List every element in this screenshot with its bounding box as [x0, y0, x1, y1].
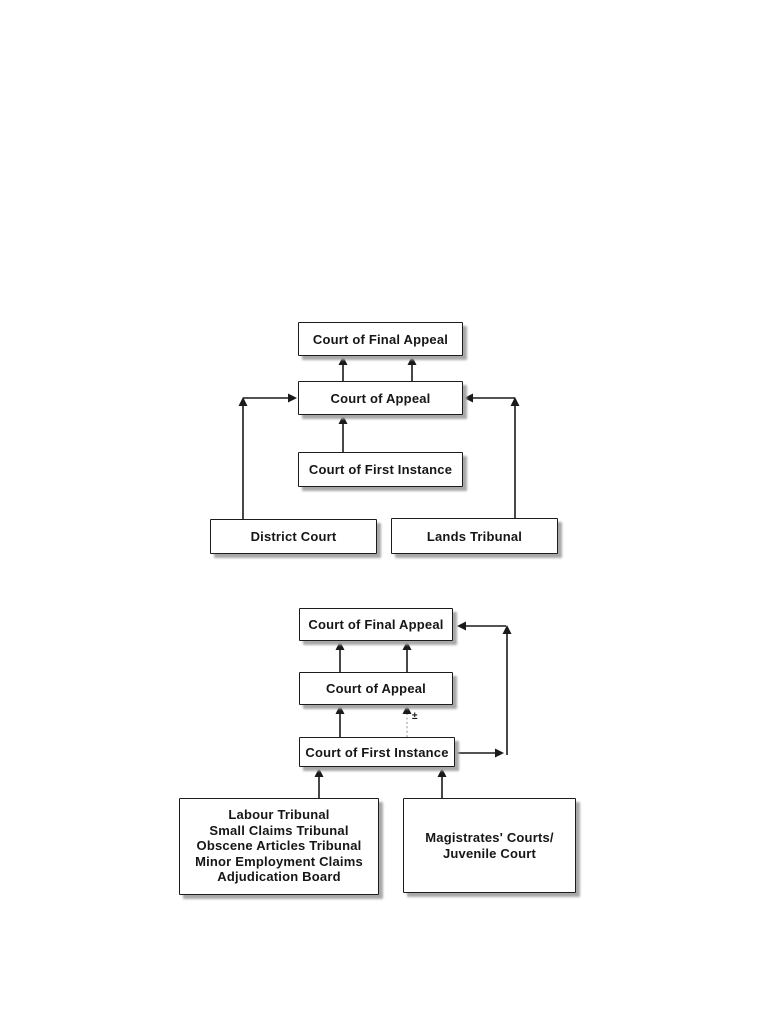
arrow-bottom-appeal-to-final-left — [335, 641, 345, 672]
node-label: Court of Appeal — [325, 681, 426, 696]
node-label-line: Magistrates' Courts/ — [425, 829, 554, 845]
arrow-bottom-tribunals-to-first-instance — [314, 768, 324, 798]
footnote-marker: ± — [412, 711, 418, 722]
node-label-line: Labour Tribunal — [228, 807, 330, 822]
node-bottom-magistrates-juvenile: Magistrates' Courts/ Juvenile Court — [403, 798, 576, 893]
arrow-bottom-first-instance-to-appeal-dotted — [402, 705, 412, 737]
node-label-line: Minor Employment Claims — [195, 853, 363, 869]
node-top-district-court: District Court — [210, 519, 377, 554]
node-top-lands-tribunal: Lands Tribunal — [391, 518, 558, 554]
arrow-top-appeal-to-final-right — [407, 356, 417, 381]
node-top-court-of-first-instance: Court of First Instance — [298, 452, 463, 487]
node-label: Court of First Instance — [305, 744, 449, 760]
node-label: Court of First Instance — [308, 462, 453, 477]
arrow-top-lands-to-appeal — [464, 393, 520, 518]
arrow-bottom-magistrates-to-first-instance — [437, 768, 447, 798]
arrow-bottom-first-instance-to-appeal-solid — [335, 705, 345, 737]
node-top-court-of-final-appeal: Court of Final Appeal — [298, 322, 463, 356]
node-label: Court of Final Appeal — [308, 617, 444, 632]
connector-bottom-first-instance-to-final — [456, 621, 512, 758]
node-label: District Court — [250, 529, 337, 544]
arrow-top-appeal-to-final-left — [338, 356, 348, 381]
node-label: Court of Appeal — [330, 390, 431, 406]
node-bottom-court-of-final-appeal: Court of Final Appeal — [299, 608, 453, 641]
arrow-bottom-appeal-to-final-right — [402, 641, 412, 672]
arrow-top-first-instance-to-appeal — [338, 415, 348, 452]
node-bottom-tribunals: Labour Tribunal Small Claims Tribunal Ob… — [179, 798, 379, 895]
node-label-line: Adjudication Board — [217, 869, 341, 884]
node-label-line: Juvenile Court — [442, 845, 537, 861]
node-label: Lands Tribunal — [426, 528, 523, 544]
arrow-top-district-to-appeal — [238, 393, 297, 519]
node-label-line: Small Claims Tribunal — [209, 822, 349, 838]
node-bottom-court-of-first-instance: Court of First Instance — [299, 737, 455, 767]
node-bottom-court-of-appeal: Court of Appeal — [299, 672, 453, 705]
node-top-court-of-appeal: Court of Appeal — [298, 381, 463, 415]
node-label-line: Obscene Articles Tribunal — [196, 838, 362, 853]
node-label: Court of Final Appeal — [312, 331, 449, 347]
